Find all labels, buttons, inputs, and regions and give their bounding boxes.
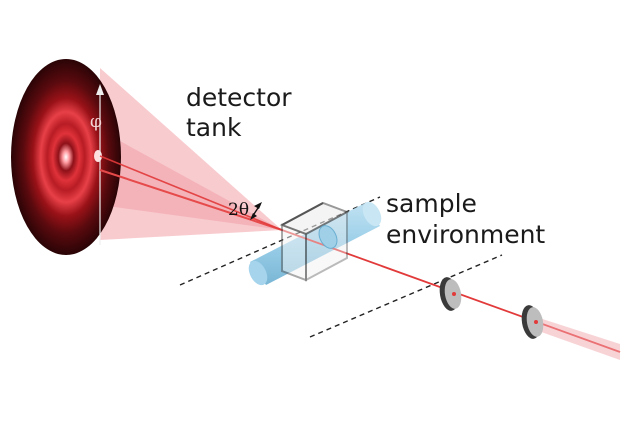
detector-axis-arrow bbox=[96, 84, 104, 95]
two-theta-symbol: 2θ bbox=[228, 200, 250, 220]
scattering-cone bbox=[100, 68, 282, 240]
two-theta-arrowhead-bottom bbox=[250, 213, 257, 220]
detector-tank-label: detector bbox=[186, 83, 292, 112]
scattered-ray bbox=[99, 169, 283, 231]
aperture-disc-icon bbox=[439, 277, 462, 311]
sample-environment-label: sample bbox=[386, 189, 477, 218]
sample-cylinder-window bbox=[318, 225, 338, 249]
dashed-reference-line-lower bbox=[309, 254, 503, 338]
detector-disc-icon bbox=[11, 59, 121, 255]
detector-tank-label-line2: tank bbox=[186, 113, 242, 142]
aperture-disc-icon bbox=[521, 305, 544, 339]
sample-environment-label-line2: environment bbox=[386, 220, 546, 249]
incident-beam-tail bbox=[530, 315, 620, 360]
phi-symbol: φ bbox=[90, 112, 102, 132]
two-theta-arrowhead-top bbox=[254, 202, 262, 209]
scattering-cone-inner bbox=[100, 130, 282, 230]
